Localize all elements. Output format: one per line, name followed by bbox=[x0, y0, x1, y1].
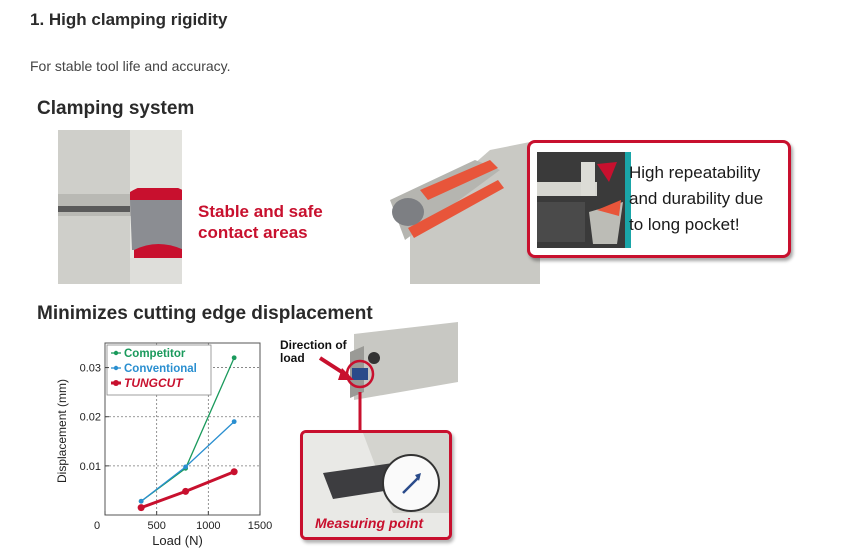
y-tick-label: 0.03 bbox=[80, 363, 101, 375]
gauge-closeup-image bbox=[303, 433, 449, 537]
accent-bar bbox=[625, 152, 631, 248]
measuring-point-box: Measuring point bbox=[300, 430, 452, 540]
info-line-2: and durability due bbox=[629, 189, 764, 208]
measuring-point-label: Measuring point bbox=[315, 515, 424, 531]
data-point bbox=[182, 487, 190, 495]
info-line-1: High repeatability bbox=[629, 163, 761, 182]
page-subtitle: For stable tool life and accuracy. bbox=[30, 58, 231, 74]
legend-marker bbox=[113, 365, 119, 371]
direction-line-2: load bbox=[280, 351, 305, 365]
x-tick-label: 1500 bbox=[248, 520, 272, 532]
clamping-photo bbox=[58, 130, 182, 284]
contact-areas-callout: Stable and safe contact areas bbox=[198, 201, 323, 243]
x-axis-label: Load (N) bbox=[152, 533, 203, 548]
callout-line-1: Stable and safe bbox=[198, 202, 323, 221]
x-tick-label: 1000 bbox=[196, 520, 220, 532]
zoom-connector bbox=[358, 392, 362, 434]
page-heading: 1. High clamping rigidity bbox=[30, 10, 228, 29]
y-axis-label: Displacement (mm) bbox=[55, 379, 69, 483]
clamping-system-title: Clamping system bbox=[37, 98, 195, 119]
x-tick-label: 500 bbox=[147, 520, 165, 532]
plot-frame bbox=[104, 342, 261, 516]
direction-of-load-label: Direction of load bbox=[280, 339, 347, 365]
holder-photo bbox=[380, 130, 540, 284]
x-tick-label: 0 bbox=[94, 520, 100, 532]
legend-label: Conventional bbox=[124, 363, 197, 375]
data-point bbox=[137, 504, 145, 512]
data-point bbox=[231, 355, 237, 361]
data-point bbox=[230, 468, 238, 476]
pocket-closeup-image bbox=[537, 152, 625, 248]
data-point bbox=[183, 464, 189, 470]
direction-line-1: Direction of bbox=[280, 338, 347, 352]
data-point bbox=[138, 498, 144, 504]
y-tick-label: 0.01 bbox=[80, 461, 101, 473]
legend-marker bbox=[113, 350, 119, 356]
callout-line-2: contact areas bbox=[198, 223, 308, 242]
legend-label: Competitor bbox=[124, 348, 186, 360]
y-tick-label: 0.02 bbox=[80, 412, 101, 424]
data-point bbox=[231, 419, 237, 425]
repeatability-info-box: High repeatability and durability due to… bbox=[527, 140, 791, 258]
info-line-3: to long pocket! bbox=[629, 215, 740, 234]
legend-marker bbox=[113, 380, 119, 386]
legend-box bbox=[106, 344, 212, 396]
legend-label: TUNGCUT bbox=[124, 376, 184, 390]
load-arrow-icon bbox=[318, 356, 354, 380]
displacement-title: Minimizes cutting edge displacement bbox=[37, 303, 373, 324]
repeatability-message: High repeatability and durability due to… bbox=[629, 160, 788, 238]
